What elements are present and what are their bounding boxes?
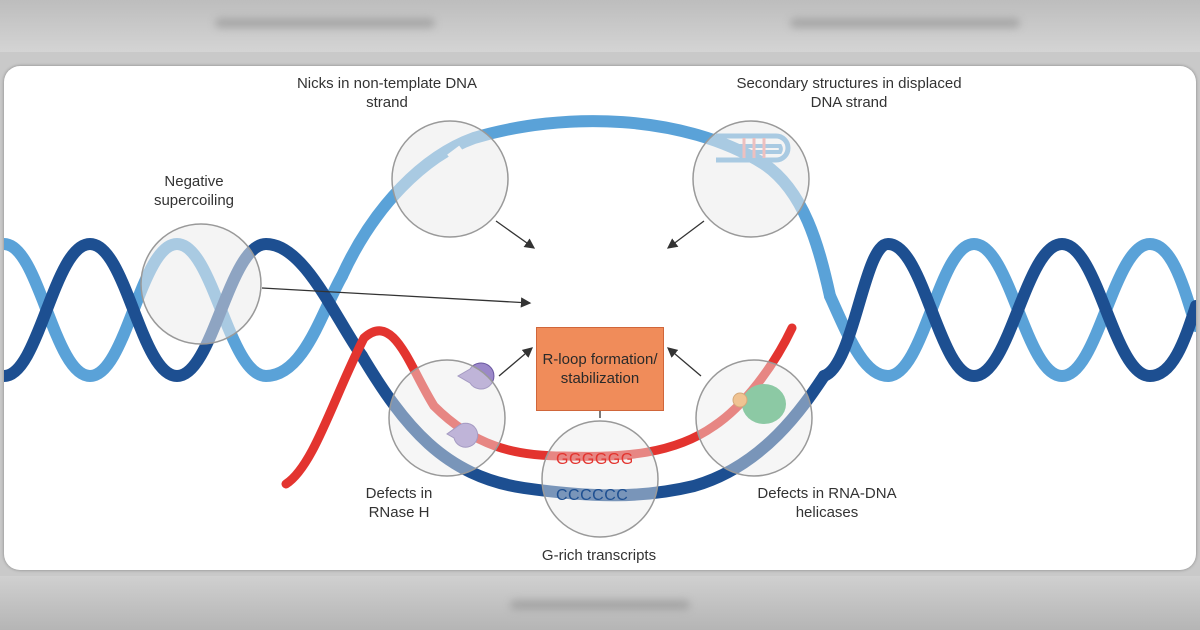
blurred-text: [215, 18, 435, 28]
left-helix-dark-strand: [4, 237, 368, 383]
magnifier-helicases: [695, 359, 813, 477]
diagram-panel: R-loop formation/ stabilization Nicks in…: [4, 66, 1196, 570]
arrow-supercoiling: [261, 287, 532, 308]
rnase-h-enzyme: [446, 422, 479, 448]
magnifier-nicks: [391, 120, 509, 238]
magnifier-secondary: [692, 120, 810, 238]
label-g-rich: G-rich transcripts: [541, 547, 657, 564]
magnifier-rnase: [388, 359, 506, 477]
helicase-enzyme: [742, 384, 786, 424]
arrow-helicases: [667, 347, 702, 377]
label-nicks: Nicks in non-template DNA strand: [296, 75, 478, 111]
arrow-rnase: [498, 347, 533, 377]
dna-sequence: CCCCCC: [556, 487, 629, 504]
arrow-nicks: [495, 220, 536, 249]
magnifier-supercoiling: [140, 223, 262, 345]
arrow-secondary: [666, 220, 705, 249]
magnifier-g-rich: [541, 420, 659, 538]
blurred-text: [790, 18, 1020, 28]
rna-sequence: GGGGGG: [556, 451, 634, 468]
helicase-cofactor: [732, 392, 748, 408]
bottom-blurred-band: [0, 576, 1200, 630]
right-helix-dark-strand: [818, 237, 1196, 383]
r-loop-diagram-svg: [4, 115, 1196, 538]
template-dna-strand: [356, 350, 830, 502]
top-blurred-band: [0, 0, 1200, 52]
rna-strand: [281, 323, 797, 489]
label-supercoiling: Negative supercoiling: [153, 173, 235, 209]
label-helicases: Defects in RNA-DNA helicases: [757, 485, 897, 521]
blurred-text: [510, 600, 690, 610]
label-secondary-structures: Secondary structures in displaced DNA st…: [736, 75, 962, 111]
r-loop-center-box: R-loop formation/ stabilization: [536, 327, 664, 411]
label-rnase-h: Defects in RNase H: [365, 485, 433, 521]
